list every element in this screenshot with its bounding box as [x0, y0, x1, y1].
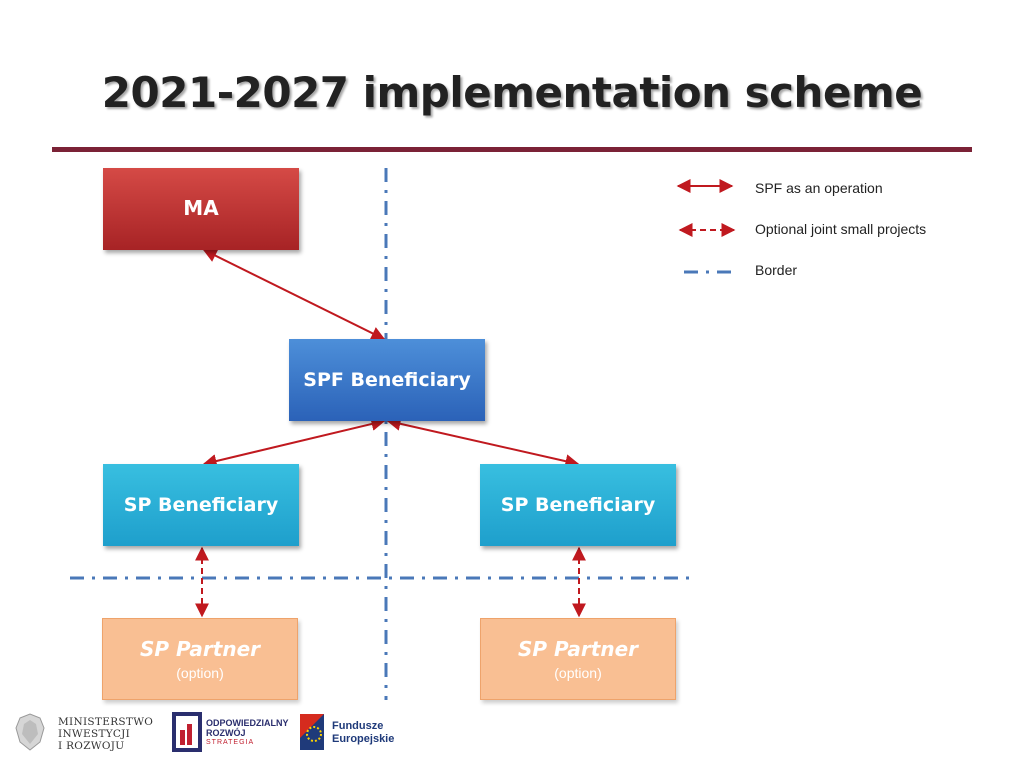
node-ma-label: MA	[183, 196, 219, 220]
ministry-line-2: INWESTYCJI	[58, 728, 131, 740]
legend-label-joint-projects: Optional joint small projects	[755, 221, 927, 237]
node-sp-partner-right-title: SP Partner	[518, 637, 638, 661]
funds-logo-text: Fundusze Europejskie	[332, 720, 394, 746]
node-ma: MA	[103, 168, 299, 250]
node-sp-partner-right-subtitle: (option)	[554, 665, 602, 681]
strategy-logo-icon	[172, 712, 202, 752]
arrow-spf-sp-right	[386, 416, 580, 469]
title-divider	[52, 147, 972, 152]
strategy-sub: STRATEGIA	[206, 739, 255, 746]
strategy-line-1: ODPOWIEDZIALNY	[206, 718, 289, 728]
eu-funds-logo-icon	[300, 714, 324, 750]
node-spf-beneficiary-label: SPF Beneficiary	[303, 369, 471, 391]
node-sp-partner-left: SP Partner (option)	[102, 618, 298, 700]
ministry-line-3: I ROZWOJU	[58, 740, 125, 752]
node-sp-partner-left-subtitle: (option)	[176, 665, 224, 681]
node-spf-beneficiary: SPF Beneficiary	[289, 339, 485, 421]
node-sp-partner-left-title: SP Partner	[140, 637, 260, 661]
node-sp-beneficiary-right-label: SP Beneficiary	[500, 494, 656, 516]
node-sp-partner-right: SP Partner (option)	[480, 618, 676, 700]
ministry-logo-text: MINISTERSTWO INWESTYCJI I ROZWOJU	[58, 716, 153, 752]
funds-line-1: Fundusze	[332, 720, 384, 732]
strategy-logo-text: ODPOWIEDZIALNY ROZWÓJ STRATEGIA	[206, 718, 289, 748]
node-sp-beneficiary-left: SP Beneficiary	[103, 464, 299, 546]
node-sp-beneficiary-left-label: SP Beneficiary	[123, 494, 279, 516]
funds-line-2: Europejskie	[332, 733, 395, 745]
arrow-spf-sp-left	[202, 417, 386, 468]
strategy-line-2: ROZWÓJ	[206, 728, 246, 738]
node-sp-beneficiary-right: SP Beneficiary	[480, 464, 676, 546]
arrow-ma-spf	[202, 249, 386, 340]
eagle-emblem-icon	[15, 713, 45, 751]
legend-label-spf-operation: SPF as an operation	[755, 180, 883, 196]
ministry-line-1: MINISTERSTWO	[58, 716, 154, 728]
page-title: 2021-2027 implementation scheme	[101, 68, 923, 117]
legend-label-border: Border	[755, 262, 798, 278]
